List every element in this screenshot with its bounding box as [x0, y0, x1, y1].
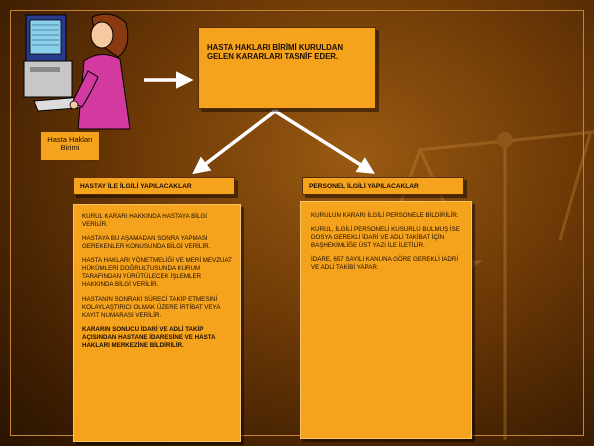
slide-frame [10, 10, 584, 436]
left-item: KARARIN SONUCU İDARİ VE ADLİ TAKİP AÇISI… [82, 325, 216, 349]
right-branch-content: KURULUN KARARI İLGİLİ PERSONELE BİLDİRİL… [300, 201, 472, 439]
right-item: KURULUN KARARI İLGİLİ PERSONELE BİLDİRİL… [311, 212, 459, 219]
right-item: KURUL, İLGİLİ PERSONELİ KUSURLU BULMUŞ İ… [311, 226, 460, 250]
person-at-computer-icon [23, 13, 131, 130]
left-branch-content: KURUL KARARI HAKKINDA HASTAYA BİLGİ VERİ… [73, 204, 241, 442]
left-item: HASTA HAKLARI YÖNETMELİĞİ VE MERİ MEVZUA… [82, 257, 232, 289]
left-branch-title: HASTAY İLE İLGİLİ YAPILACAKLAR [73, 177, 235, 195]
right-branch-title: PERSONEL İLGİLİ YAPILACAKLAR [302, 177, 464, 195]
right-item: İDARE, 657 SAYILI KANUNA GÖRE GEREKLİ İA… [311, 256, 459, 272]
top-decision-box: HASTA HAKLARI BİRİMİ KURULDAN GELEN KARA… [198, 27, 376, 109]
left-item: HASTANIN SONRAKİ SÜRECİ TAKİP ETMESİNİ K… [82, 295, 220, 319]
left-item: HASTAYA BU AŞAMADAN SONRA YAPMASI GEREKE… [82, 235, 211, 251]
left-item: KURUL KARARI HAKKINDA HASTAYA BİLGİ VERİ… [82, 213, 207, 229]
hasta-haklari-birimi-label: Hasta Hakları Birimi [40, 131, 100, 161]
